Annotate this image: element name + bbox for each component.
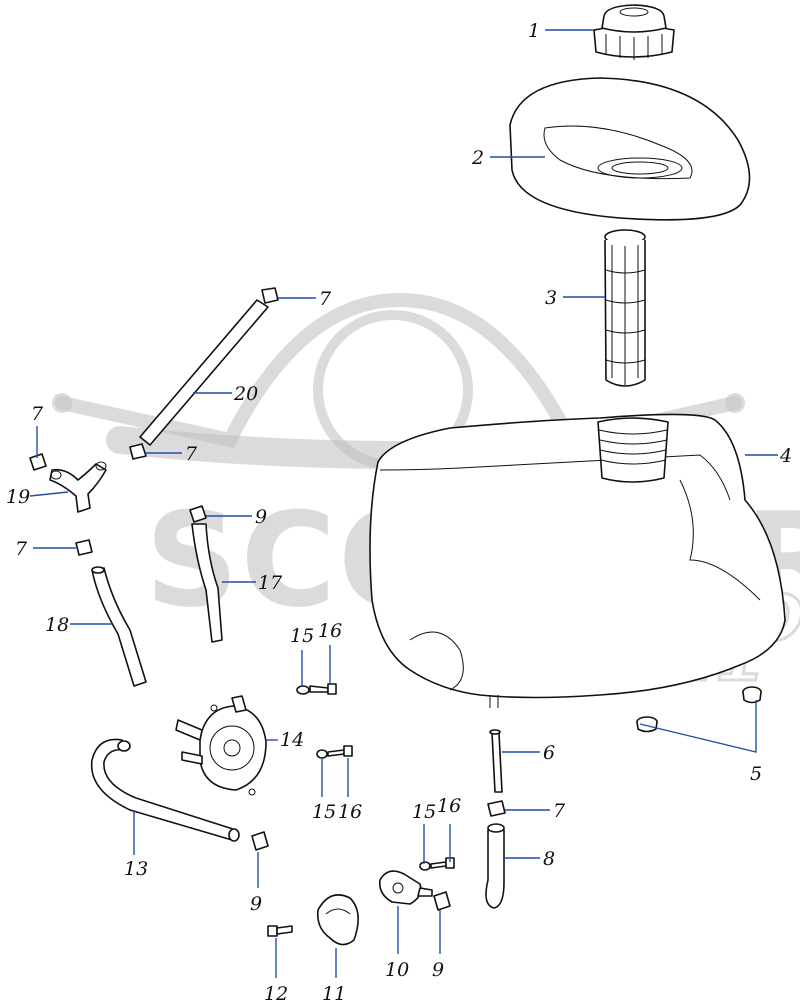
callout-5: 5 <box>750 763 762 785</box>
callout-7-bottom: 7 <box>553 800 566 822</box>
hose-clamp-parts <box>29 287 506 817</box>
callout-9-bottom: 9 <box>432 959 444 981</box>
fuel-cap-part <box>593 4 675 60</box>
callout-15-top: 15 <box>290 625 314 647</box>
leader-lines <box>29 29 778 978</box>
callout-9-top: 9 <box>255 506 267 528</box>
callout-18: 18 <box>45 614 69 636</box>
callout-17: 17 <box>258 572 283 594</box>
clip-part-9 <box>189 505 451 911</box>
fuel-cock-part <box>378 870 433 905</box>
callout-8: 8 <box>543 848 555 870</box>
hose-part-13 <box>90 738 240 842</box>
y-joint-part <box>49 461 107 513</box>
callout-7-mid: 7 <box>185 443 198 465</box>
screw-part <box>267 925 293 937</box>
callout-9-mid: 9 <box>250 893 262 915</box>
callout-15-mid: 15 <box>312 801 336 823</box>
hose-part-17 <box>191 523 223 643</box>
callout-4: 4 <box>779 445 792 467</box>
fuel-pump-part <box>175 695 267 796</box>
hose-part-8 <box>485 823 505 909</box>
callout-7-top: 7 <box>319 288 332 310</box>
callout-12: 12 <box>264 983 288 1005</box>
callout-19: 19 <box>6 486 30 508</box>
tank-cover-part <box>509 77 751 221</box>
fuel-tank-part <box>369 413 786 708</box>
callout-6: 6 <box>543 742 555 764</box>
callout-1: 1 <box>528 20 540 42</box>
callout-3: 3 <box>545 287 557 309</box>
washer-bolt-parts <box>296 683 455 871</box>
hose-part-18 <box>91 566 147 687</box>
drain-tube-part <box>489 729 503 793</box>
fuel-strainer-part <box>604 229 646 387</box>
callout-7-left: 7 <box>31 403 44 425</box>
callout-20: 20 <box>233 383 258 405</box>
callout-labels: 1 2 3 4 5 6 7 7 7 7 7 8 9 9 9 10 11 12 1… <box>6 20 792 1005</box>
callout-13: 13 <box>124 858 148 880</box>
callout-10: 10 <box>385 959 409 981</box>
cover-part <box>316 894 359 946</box>
hose-part-20 <box>139 299 269 446</box>
callout-2: 2 <box>471 147 484 169</box>
callout-16-mid: 16 <box>338 801 362 823</box>
callout-7-lower: 7 <box>15 538 28 560</box>
callout-16-bottom: 16 <box>437 795 461 817</box>
callout-14: 14 <box>280 729 304 751</box>
callout-11: 11 <box>322 983 346 1005</box>
callout-15-bottom: 15 <box>412 801 436 823</box>
callout-16-top: 16 <box>318 620 342 642</box>
